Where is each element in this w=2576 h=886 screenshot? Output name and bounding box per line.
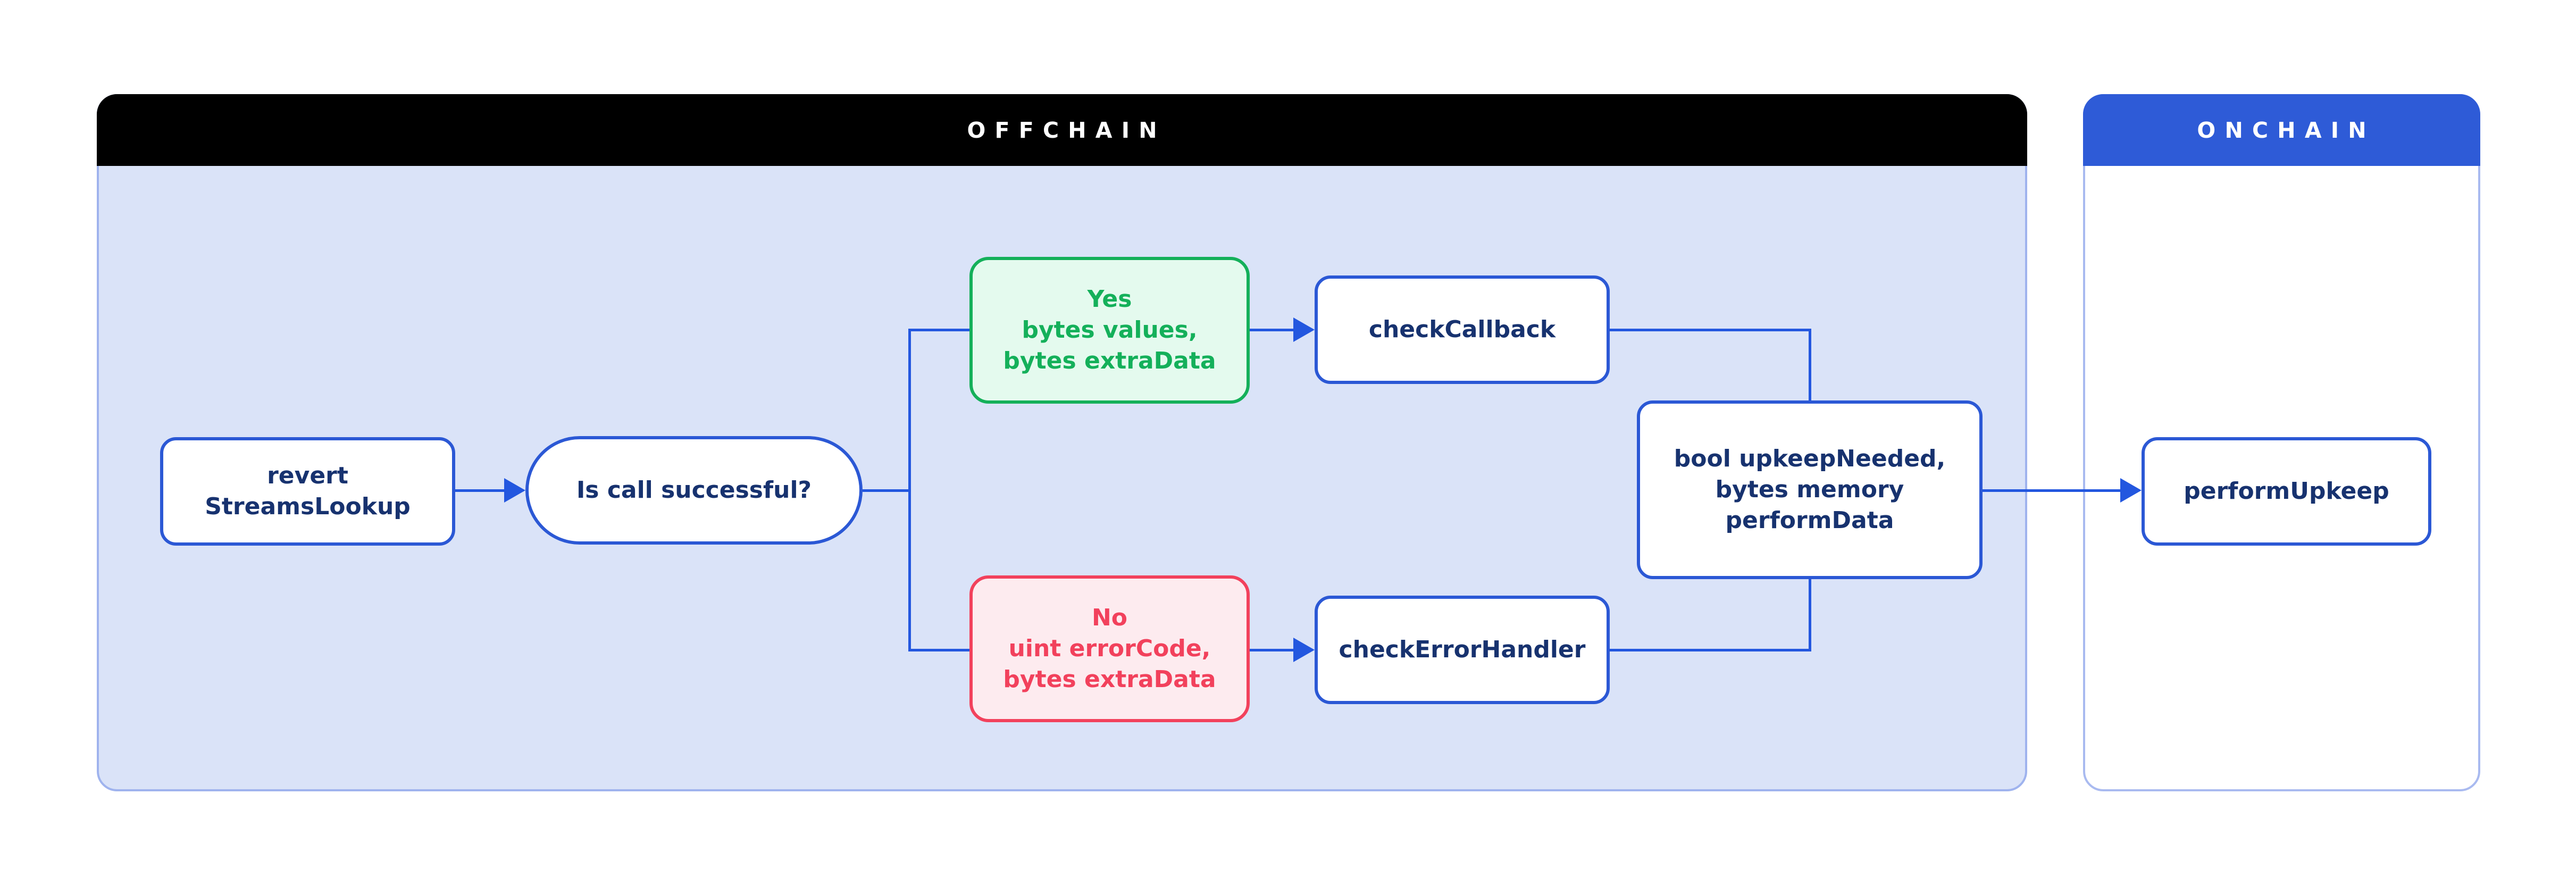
offchain-header: OFFCHAIN <box>97 94 2027 166</box>
node-result-line2: bytes memory <box>1715 475 1904 503</box>
node-yes-line1: Yes <box>1087 285 1132 313</box>
node-no-line1: No <box>1091 604 1128 631</box>
node-revert-line1: revert <box>267 462 348 489</box>
node-errorhandler-label: checkErrorHandler <box>1339 636 1586 663</box>
offchain-title: OFFCHAIN <box>967 117 1166 143</box>
connector-errorhandler-elbow-up <box>1809 577 1811 651</box>
connector-errorhandler-to-result <box>1610 649 1811 651</box>
node-question-label: Is call successful? <box>576 476 812 504</box>
node-yes-branch-label: Yes bytes values, bytes extraData <box>969 257 1250 404</box>
arrowhead-into-check-error-handler <box>1293 638 1315 662</box>
connector-revert-to-question <box>455 489 505 492</box>
node-check-callback: checkCallback <box>1315 275 1610 384</box>
onchain-title: ONCHAIN <box>2197 117 2376 143</box>
arrowhead-into-question <box>504 478 525 503</box>
node-callback-label: checkCallback <box>1368 315 1556 343</box>
node-perform-upkeep: performUpkeep <box>2142 437 2431 546</box>
arrowhead-into-perform-upkeep <box>2120 478 2142 503</box>
node-upkeep-result: bool upkeepNeeded, bytes memory performD… <box>1637 400 1983 579</box>
node-revert-streams-lookup: revert StreamsLookup <box>160 437 455 546</box>
node-result-line1: bool upkeepNeeded, <box>1674 445 1946 472</box>
node-check-error-handler: checkErrorHandler <box>1315 596 1610 704</box>
connector-result-to-perform <box>1983 489 2121 492</box>
connector-callback-to-result <box>1610 329 1811 331</box>
node-perform-label: performUpkeep <box>2184 477 2389 505</box>
node-no-line2: uint errorCode, <box>1008 634 1211 662</box>
node-yes-line2: bytes values, <box>1022 316 1198 344</box>
connector-callback-elbow-down <box>1809 329 1811 403</box>
node-revert-line2: StreamsLookup <box>205 493 411 520</box>
node-is-call-successful: Is call successful? <box>525 436 863 545</box>
onchain-header: ONCHAIN <box>2083 94 2480 166</box>
node-no-branch-label: No uint errorCode, bytes extraData <box>969 575 1250 722</box>
node-yes-line3: bytes extraData <box>1003 347 1216 375</box>
node-result-line3: performData <box>1725 507 1894 534</box>
arrowhead-into-check-callback <box>1293 317 1315 342</box>
node-no-line3: bytes extraData <box>1003 666 1216 693</box>
connector-question-to-split <box>863 489 911 492</box>
connector-split-vertical <box>908 329 911 651</box>
